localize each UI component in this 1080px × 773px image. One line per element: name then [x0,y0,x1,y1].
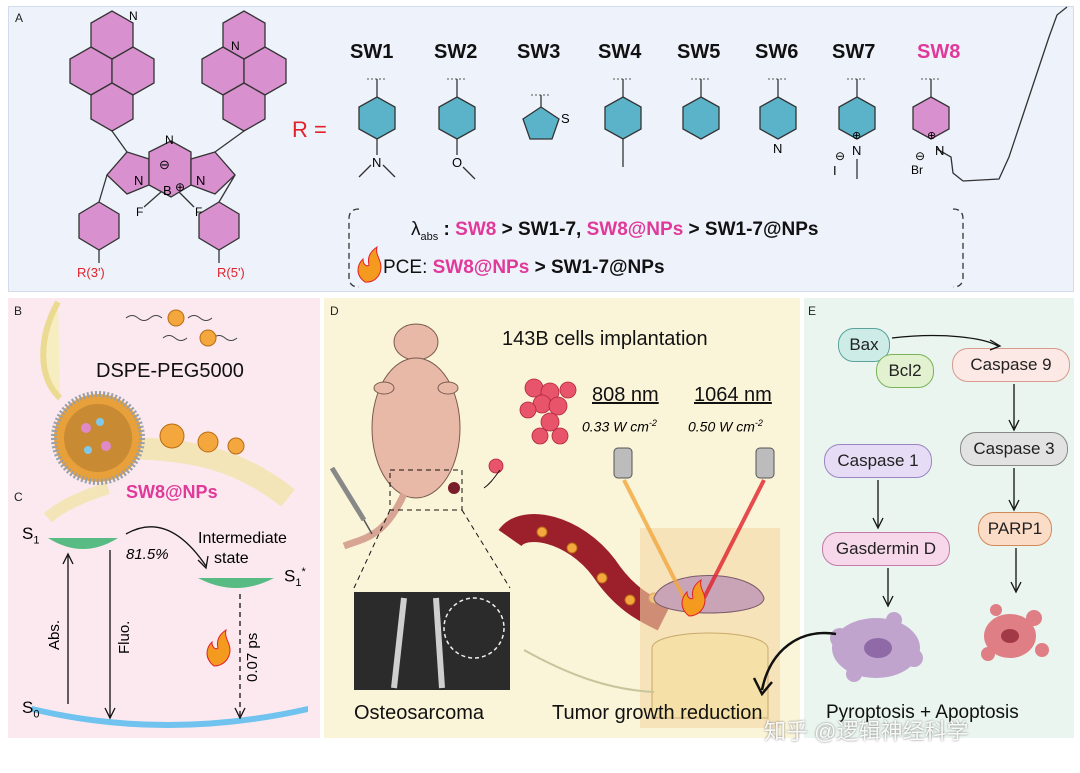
implant-label: 143B cells implantation [502,328,708,350]
sw7-minus: ⊖ [835,149,846,163]
caspase3-node: Caspase 3 [960,432,1068,466]
lambda-colon: : [438,219,456,240]
intermediate-label: Intermediate [198,530,287,547]
panel-letter-e: E [808,304,817,318]
caspase1-node: Caspase 1 [824,444,932,478]
lambda-sw8: SW8 [455,219,497,240]
sw8-plus: ⊕ [927,130,937,142]
fire-icon-c [206,628,231,667]
pce-label: PCE: [383,257,433,278]
sw8-minus: ⊖ [915,149,926,163]
sw7-i: I [833,163,837,178]
lambda-sw8nps: SW8@NPs [586,219,684,240]
sw3-s: S [561,111,570,126]
core-n-top-right: N [231,39,240,53]
tumor-reduction-label: Tumor growth reduction [552,702,763,724]
panel-d: D [324,298,800,738]
fluo-label: Fluo. [116,620,133,654]
core-n-meso: N [165,133,174,147]
sw2-o: O [452,155,463,170]
power-808-label: 0.33 W cm-2 [582,418,657,435]
s0-label: S0 [22,698,40,721]
sw5-label: SW5 [677,41,721,63]
sw7-label: SW7 [832,41,876,63]
lambda-sub: abs [420,230,439,243]
panel-letter-c: C [14,490,23,504]
s1-label: S1 [22,524,40,547]
sw8-n: N [935,143,945,158]
lambda-sw17: > SW1-7, [496,219,587,240]
core-f-right: F [195,205,203,219]
sw4-label: SW4 [598,41,642,63]
pce-comparison: PCE: SW8@NPs > SW1-7@NPs [383,257,665,279]
bodipy-core-structure [69,10,287,263]
r3-label: R(3') [77,265,105,280]
sw7-plus: ⊕ [852,130,862,142]
watermark: 知乎 @逻辑神经科学 [764,719,969,744]
fire-icon [357,245,382,283]
power-1064-label: 0.50 W cm-2 [688,418,763,435]
lambda-comparison: λabs : SW8 > SW1-7, SW8@NPs > SW1-7@NPs [411,219,819,243]
percent-label: 81.5% [126,546,169,563]
r-equals: R = [292,117,327,142]
state-label: state [214,550,249,567]
sw2-label: SW2 [434,41,478,63]
panel-a: A [8,6,1074,292]
sw8-label: SW8 [917,41,961,63]
abs-label: Abs. [46,619,63,650]
sw1-n: N [372,155,382,170]
pce-sw8nps: SW8@NPs [432,257,530,278]
laser-808-label: 808 nm [592,384,659,406]
comparison-bracket [348,208,964,288]
caspase9-node: Caspase 9 [952,348,1070,382]
panel-letter-d: D [330,304,339,318]
s1-star-label: S1* [284,566,306,590]
core-b: B [163,183,172,198]
core-minus: ⊖ [159,157,170,172]
r5-label: R(5') [217,265,245,280]
pathway-arrows-and-cells [830,334,1049,682]
panel-letter-b: B [14,304,23,318]
sw6-n: N [773,141,783,156]
sw6-label: SW6 [755,41,799,63]
panel-letter-a: A [15,11,24,25]
pce-sw17nps: > SW1-7@NPs [529,257,665,278]
panel-e: E Bax Bcl2 Caspase 9 Caspase 3 Caspase 1… [804,298,1074,738]
sw7-n: N [852,143,862,158]
bcl2-node: Bcl2 [876,354,934,388]
pyroptosis-apoptosis-label: Pyroptosis + Apoptosis [826,702,1019,723]
substituent-structures [358,6,1068,182]
core-plus: ⊕ [175,180,186,194]
parp1-node: PARP1 [978,512,1052,546]
core-n-right: N [196,173,206,188]
lambda-sw17nps: > SW1-7@NPs [683,219,819,240]
core-n-left: N [134,173,144,188]
osteosarcoma-label: Osteosarcoma [354,702,485,724]
sw8-br: Br [911,163,923,177]
bax-node: Bax [838,328,890,362]
lambda-symbol: λ [411,219,421,240]
gasdermin-d-node: Gasdermin D [822,532,950,566]
sw1-label: SW1 [350,41,394,63]
ps-label: 0.07 ps [244,632,261,682]
laser-1064-label: 1064 nm [694,384,772,406]
core-n-top-left: N [129,9,138,23]
sw8nps-label: SW8@NPs [126,482,218,502]
sw3-label: SW3 [517,41,561,63]
panel-b: B C DSPE-PEG5000 SW8@NPs S1 S1* S0 [8,298,320,738]
nanoparticle-illustration [32,300,308,728]
dspe-label: DSPE-PEG5000 [96,360,244,382]
core-f-left: F [136,205,144,219]
fire-icon-d [681,578,706,617]
mouse-treatment-illustration [329,323,780,728]
